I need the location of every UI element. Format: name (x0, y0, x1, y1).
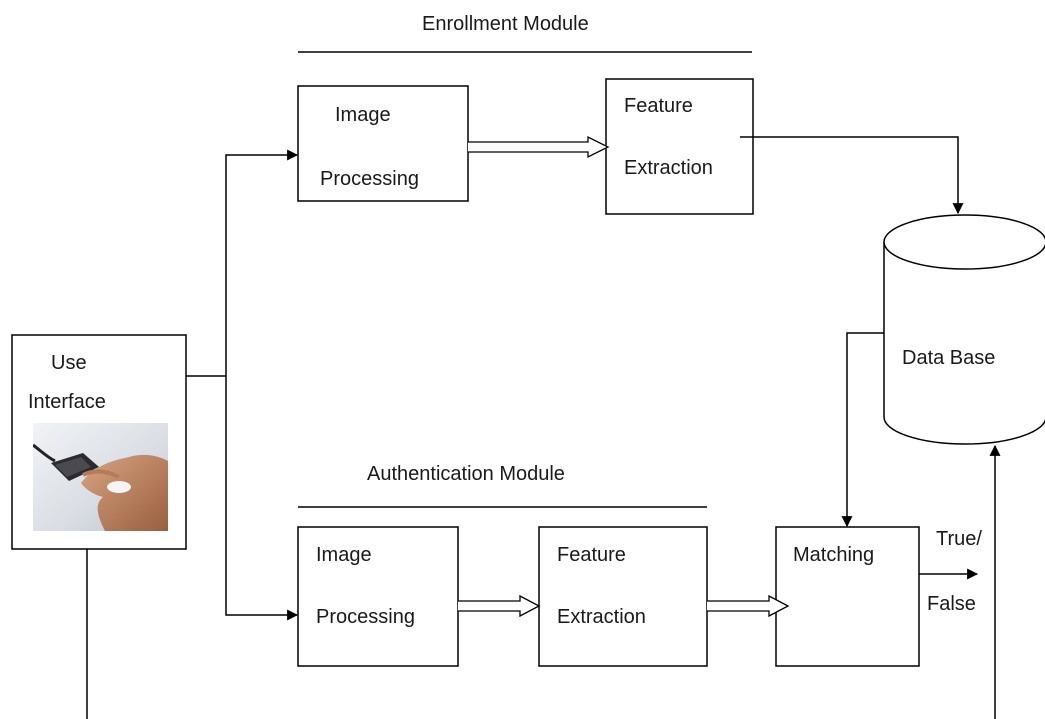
enroll-image-processing-line2: Processing (320, 168, 419, 190)
ui-to-authentication-arrow (225, 376, 299, 621)
authentication-module-title: Authentication Module (367, 463, 565, 485)
enroll-feature-extraction-line1: Feature (624, 95, 693, 117)
extraction-to-database-arrow (740, 136, 964, 215)
auth-image-processing-line1: Image (316, 544, 372, 566)
database-cylinder (883, 214, 1045, 445)
user-interface-line2: Interface (28, 391, 106, 413)
enroll-feature-extraction-line2: Extraction (624, 157, 713, 179)
result-line1: True/ (936, 528, 982, 550)
auth-feature-extraction-line2: Extraction (557, 606, 646, 628)
auth-hollow-arrow-2 (707, 594, 790, 618)
auth-feature-extraction-box (538, 526, 708, 667)
auth-image-processing-box (297, 526, 459, 667)
database-label: Data Base (902, 347, 996, 369)
result-line2: False (927, 593, 976, 615)
auth-image-processing-line2: Processing (316, 606, 415, 628)
auth-feature-extraction-line1: Feature (557, 544, 626, 566)
fingerprint-scanner-photo (33, 423, 168, 531)
auth-hollow-arrow-1 (458, 594, 541, 618)
enroll-hollow-arrow (468, 135, 610, 159)
user-interface-line1: Use (51, 352, 87, 374)
enroll-image-processing-line1: Image (335, 104, 391, 126)
ui-to-enrollment-arrow (225, 149, 299, 376)
matching-label: Matching (793, 544, 875, 566)
enrollment-module-title: Enrollment Module (422, 13, 589, 35)
user-interface-box (11, 334, 187, 550)
database-to-matching-arrow (841, 332, 884, 528)
